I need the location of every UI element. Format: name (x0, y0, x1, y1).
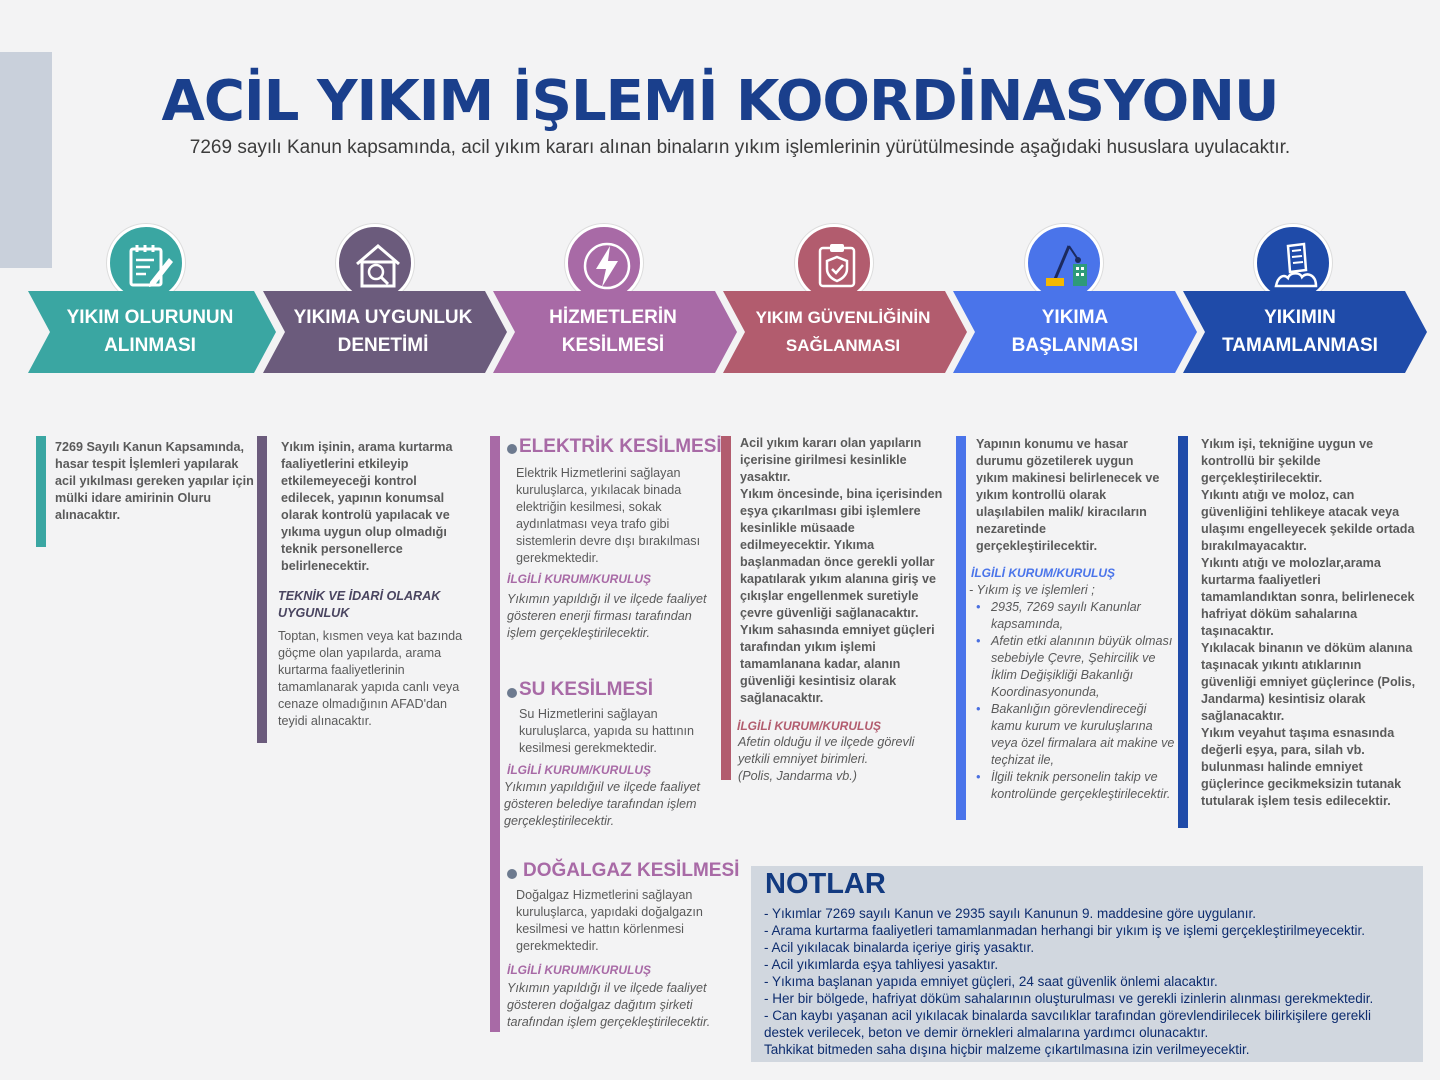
page-subtitle: 7269 sayılı Kanun kapsamında, acil yıkım… (189, 137, 1291, 158)
notes-box: NOTLAR - Yıkımlar 7269 sayılı Kanun ve 2… (751, 866, 1423, 1062)
water-kurum-text: Yıkımın yapıldığıil ve ilçede faaliyet g… (504, 780, 700, 828)
gas-kurum-text: Yıkımın yapıldığı il ve ilçede faaliyet … (507, 981, 711, 1029)
col-6-bar (1178, 436, 1188, 828)
col-3-bar (490, 436, 500, 1032)
house-magnifier-icon (356, 244, 400, 288)
note-item: - Her bir bölgede, hafriyat döküm sahala… (764, 991, 1374, 1006)
col-2-text: Yıkım işinin, arama kurtarma faaliyetler… (281, 440, 453, 573)
gas-text: Doğalgaz Hizmetlerini sağlayan kuruluşla… (516, 888, 703, 953)
col-5-bullet: Afetin etki alanının büyük olması sebebi… (971, 633, 1176, 701)
step-6-circle (1254, 224, 1332, 302)
step-5-chevron: YIKIMA BAŞLANMASI (953, 291, 1197, 373)
col-5-bar (956, 436, 966, 820)
col-4-kurum-text: Afetin olduğu il ve ilçede görevli yetki… (738, 735, 915, 783)
step-6-label: YIKIMIN TAMAMLANMASI (1222, 307, 1378, 356)
step-2-label: YIKIMA UYGUNLUK DENETİMİ (293, 307, 473, 356)
note-item: - Acil yıkılacak binalarda içeriye giriş… (764, 940, 1035, 955)
electric-kurum-text: Yıkımın yapıldığı il ve ilçede faaliyet … (507, 592, 707, 640)
water-heading: SU KESİLMESİ (519, 679, 654, 700)
col-6-text: Yıkım işi, tekniğine uygun ve kontrollü … (1201, 437, 1416, 808)
note-item: - Yıkımlar 7269 sayılı Kanun ve 2935 say… (764, 906, 1257, 921)
step-2-chevron: YIKIMA UYGUNLUK DENETİMİ (263, 291, 507, 373)
note-item: Tahkikat bitmeden saha dışına hiçbir mal… (764, 1042, 1250, 1057)
electric-text: Elektrik Hizmetlerini sağlayan kuruluşla… (516, 466, 701, 565)
notes-list: - Yıkımlar 7269 sayılı Kanun ve 2935 say… (764, 905, 1414, 1058)
step-5-label: YIKIMA BAŞLANMASI (1011, 307, 1139, 356)
wrecking-crane-icon (1046, 245, 1087, 286)
col-5-bullet: İlgili teknik personelin takip ve kontro… (971, 769, 1176, 803)
col-2-subtext: Toptan, kısmen veya kat bazında göçme ol… (278, 629, 463, 728)
step-3-chevron: HİZMETLERİN KESİLMESİ (493, 291, 737, 373)
col-2-bar (257, 436, 267, 743)
gas-kurum-label: İLGİLİ KURUM/KURULUŞ (507, 963, 651, 977)
water-bullet-dot (507, 688, 517, 698)
clipboard-shield-icon (818, 244, 856, 288)
col-5-bullet: 2935, 7269 sayılı Kanunlar kapsamında, (971, 599, 1176, 633)
step-6-chevron: YIKIMIN TAMAMLANMASI (1183, 291, 1427, 373)
step-3-circle (565, 224, 643, 302)
step-3-label: HİZMETLERİN KESİLMESİ (549, 307, 677, 356)
step-5-circle (1025, 224, 1103, 302)
col-2-subheading: TEKNİK VE İDARİ OLARAK UYGUNLUK (278, 589, 441, 620)
clipboard-pencil-icon (129, 245, 173, 287)
step-2-circle (336, 224, 414, 302)
note-item: - Arama kurtarma faaliyetleri tamamlanma… (764, 923, 1365, 938)
side-accent-block (0, 52, 52, 268)
electric-kurum-label: İLGİLİ KURUM/KURULUŞ (507, 572, 651, 586)
gas-bullet-dot (507, 869, 517, 879)
step-1-chevron: YIKIM OLURUNUN ALINMASI (28, 291, 276, 373)
water-kurum-label: İLGİLİ KURUM/KURULUŞ (507, 763, 651, 777)
col-5-bullet-list: 2935, 7269 sayılı Kanunlar kapsamında, A… (971, 599, 1176, 803)
electric-bullet-dot (507, 444, 517, 454)
electric-heading: ELEKTRİK KESİLMESİ (519, 436, 722, 457)
notes-title: NOTLAR (765, 868, 886, 900)
collapsing-building-icon (1274, 242, 1318, 288)
col-4-bar (721, 436, 731, 780)
step-4-label: YIKIM GÜVENLİĞİNİN SAĞLANMASI (755, 308, 931, 355)
col-4-text: Acil yıkım kararı olan yapıların içerisi… (740, 436, 943, 705)
step-1-circle (107, 224, 185, 302)
note-item: - Can kaybı yaşanan acil yıkılacak binal… (764, 1008, 1372, 1040)
note-item: - Yıkıma başlanan yapıda emniyet güçleri… (764, 974, 1218, 989)
note-item: - Acil yıkımlarda eşya tahliyesi yasaktı… (764, 957, 999, 972)
gas-heading: DOĞALGAZ KESİLMESİ (523, 860, 740, 881)
col-5-kurum-intro: - Yıkım iş ve işlemleri ; (969, 583, 1095, 597)
col-4-kurum-label: İLGİLİ KURUM/KURULUŞ (737, 719, 881, 733)
step-1-label: YIKIM OLURUNUN ALINMASI (66, 307, 234, 356)
step-4-chevron: YIKIM GÜVENLİĞİNİN SAĞLANMASI (723, 291, 967, 373)
col-1-bar (36, 436, 46, 547)
col-5-kurum-label: İLGİLİ KURUM/KURULUŞ (971, 566, 1115, 580)
col-5-bullet: Bakanlığın görevlendireceği kamu kurum v… (971, 701, 1176, 769)
col-5-text: Yapının konumu ve hasar durumu gözetiler… (976, 437, 1160, 553)
step-4-circle (795, 224, 873, 302)
lightning-bolt-icon (583, 242, 631, 290)
water-text: Su Hizmetlerini sağlayan kuruluşlarca, y… (519, 707, 695, 755)
page-title: ACİL YIKIM İŞLEMİ KOORDİNASYONU (161, 69, 1279, 134)
col-1-text: 7269 Sayılı Kanun Kapsamında, hasar tesp… (55, 440, 254, 522)
